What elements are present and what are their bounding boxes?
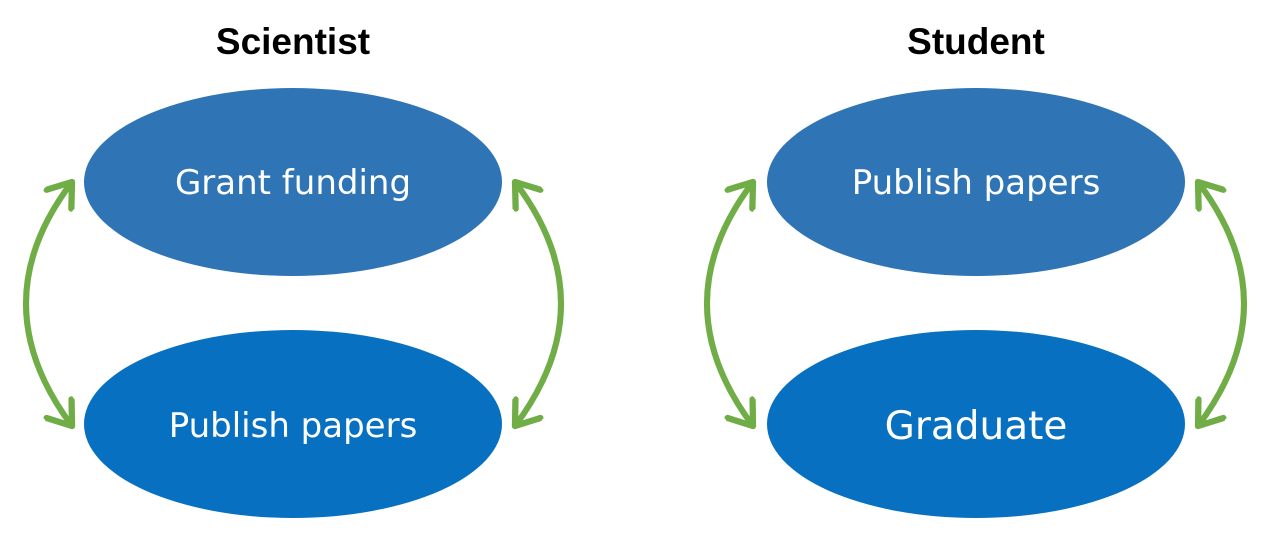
scientist-publish-papers-node: [84, 330, 502, 518]
graduate-label: Graduate: [885, 404, 1068, 449]
grant-funding-node: [84, 88, 502, 276]
student-left-double-arrow: [704, 182, 753, 426]
student-title: Student: [907, 21, 1045, 62]
student-cycle: Student Publish papers Graduate: [704, 21, 1247, 518]
student-right-double-arrow: [1198, 182, 1247, 426]
graduate-node: [767, 330, 1185, 518]
scientist-right-double-arrow: [515, 182, 564, 426]
grant-funding-label: Grant funding: [175, 163, 411, 203]
scientist-publish-papers-label: Publish papers: [169, 406, 418, 446]
scientist-cycle: Scientist Grant funding Publish papers: [23, 21, 564, 518]
scientist-left-double-arrow: [23, 182, 72, 426]
student-publish-papers-node: [767, 88, 1185, 276]
scientist-title: Scientist: [216, 21, 370, 62]
student-publish-papers-label: Publish papers: [852, 163, 1101, 203]
